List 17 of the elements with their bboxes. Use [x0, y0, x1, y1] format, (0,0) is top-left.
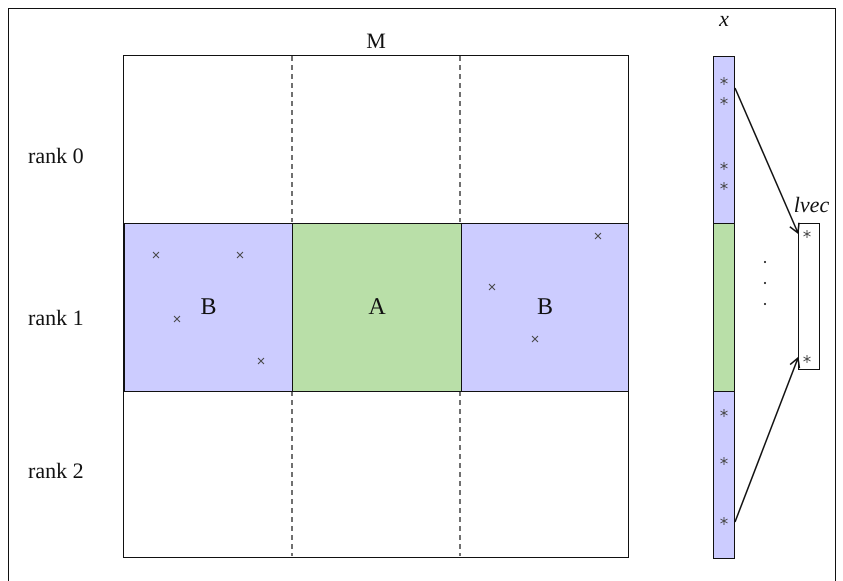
matrix-block [461, 223, 629, 392]
row-label: rank 0 [28, 143, 84, 169]
matrix-block [292, 223, 462, 392]
matrix-block [124, 223, 293, 392]
block-letter: A [368, 294, 386, 321]
vector-segment [713, 223, 735, 392]
block-letter: B [536, 294, 553, 321]
arrow [734, 357, 800, 522]
matrix-heading: M [365, 28, 387, 54]
vector-segment [713, 56, 735, 224]
arrow [734, 88, 800, 234]
block-letter: B [200, 294, 216, 321]
row-label: rank 1 [28, 305, 84, 331]
vector-heading: x [718, 6, 730, 32]
row-label: rank 2 [28, 458, 84, 484]
vector-heading: lvec [792, 192, 830, 218]
vector-segment [713, 391, 735, 559]
